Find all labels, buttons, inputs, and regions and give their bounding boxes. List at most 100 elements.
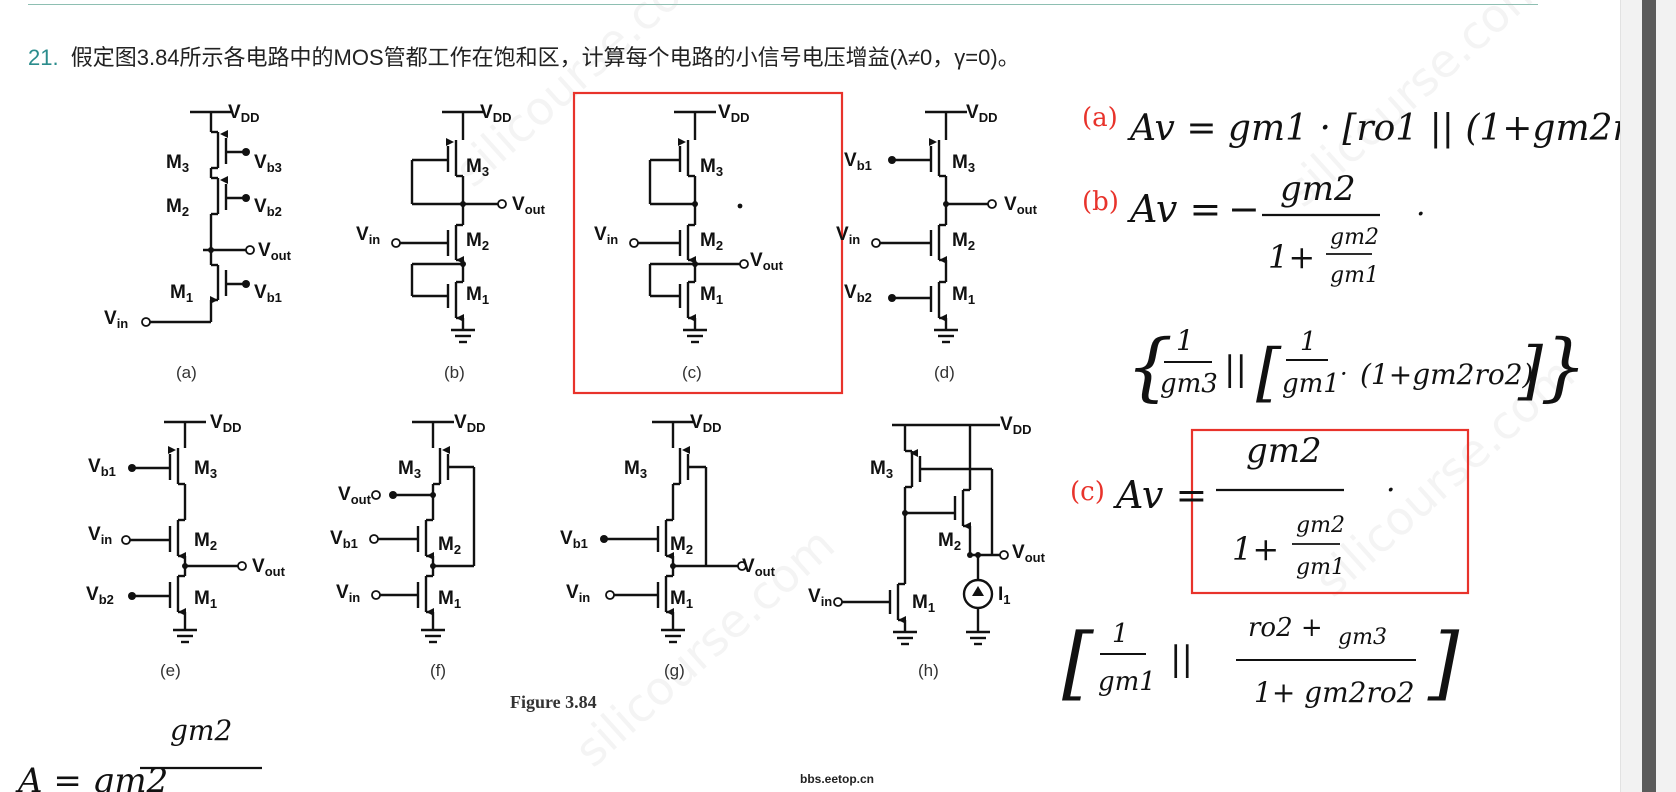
den-b-one-plus: 1+ — [1268, 238, 1315, 276]
labels-g: VDD M3 Vb1 M2 Vout Vin M1 — [560, 412, 776, 611]
bottom-num: gm2 — [170, 714, 232, 747]
figure-canvas: VDD — [15, 91, 1620, 792]
figure-caption: Figure 3.84 — [510, 692, 597, 712]
b-one: 1 — [1176, 324, 1194, 357]
svg-text:Vb1: Vb1 — [88, 456, 116, 479]
svg-text:M1: M1 — [912, 592, 935, 615]
highlight-box-c — [572, 91, 844, 395]
svg-text:M1: M1 — [194, 588, 217, 611]
svg-text:M1: M1 — [438, 588, 461, 611]
caption-g: (g) — [664, 661, 685, 680]
svg-text:M3: M3 — [194, 458, 217, 481]
svg-text:M1: M1 — [952, 284, 975, 307]
question-line: 21. 假定图3.84所示各电路中的MOS管都工作在饱和区，计算每个电路的小信号… — [28, 40, 1020, 72]
labels-f: VDD M3 Vout Vb1 M2 Vin M1 — [330, 412, 485, 611]
c-par: || — [1170, 639, 1193, 679]
handwritten-notes: (a) Av = gm1 · [ro1 || (1+gm2ro2) ro3] (… — [15, 103, 1620, 792]
svg-text:Vout: Vout — [338, 484, 372, 507]
svg-text:I1: I1 — [998, 584, 1011, 607]
c-den: 1+ gm2ro2 — [1254, 676, 1415, 709]
vdd-label: VDD — [228, 102, 259, 125]
caption-c: (c) — [682, 363, 702, 382]
bracket-c-close: ] — [1427, 616, 1460, 709]
svg-text:VDD: VDD — [210, 412, 241, 435]
svg-text:Vin: Vin — [336, 582, 360, 605]
minus-b: − — [1228, 187, 1260, 231]
svg-text:VDD: VDD — [718, 102, 749, 125]
c-gm1: gm1 — [1098, 667, 1156, 697]
svg-text:M1: M1 — [466, 284, 489, 307]
den-c-one-plus: 1+ — [1232, 530, 1279, 568]
caption-a: (a) — [176, 363, 197, 382]
svg-text:M1: M1 — [670, 588, 693, 611]
c-gm3: gm3 — [1338, 625, 1387, 650]
svg-text:M3: M3 — [700, 156, 723, 179]
b2-dot: · — [1340, 360, 1348, 388]
b-par: || — [1224, 349, 1247, 389]
svg-text:M3: M3 — [466, 156, 489, 179]
source-arrows — [168, 130, 984, 624]
svg-text:Vb1: Vb1 — [560, 528, 588, 551]
svg-text:M1: M1 — [700, 284, 723, 307]
svg-text:Vout: Vout — [750, 250, 784, 273]
labels-b: VDD M3 Vout Vin M2 M1 — [356, 102, 546, 307]
tag-a: (a) — [1082, 103, 1118, 133]
dot-b: · — [1416, 197, 1426, 232]
caption-h: (h) — [918, 661, 939, 680]
svg-text:Vout: Vout — [1012, 542, 1046, 565]
svg-text:M2: M2 — [194, 530, 217, 553]
question-text: 假定图3.84所示各电路中的MOS管都工作在饱和区，计算每个电路的小信号电压增益… — [70, 45, 1020, 70]
svg-text:VDD: VDD — [966, 102, 997, 125]
expr-a: Av = gm1 · [ro1 || (1+gm2ro2) ro3] — [1127, 108, 1620, 149]
svg-text:M3: M3 — [398, 458, 421, 481]
b-gm3: gm3 — [1160, 369, 1218, 399]
labels-a: VDD M3 Vb3 M2 Vb2 Vout M1 Vb1 Vin — [104, 102, 292, 331]
tag-c: (c) — [1070, 477, 1105, 507]
svg-text:Vin: Vin — [88, 524, 112, 547]
top-rule — [28, 4, 1538, 5]
num-b: gm2 — [1280, 169, 1356, 209]
labels-d: VDD Vb1 M3 Vout Vin M2 Vb2 M1 — [836, 102, 1038, 307]
highlight-box-answer-c — [1190, 428, 1470, 595]
footer-source: bbs.eetop.cn — [800, 772, 875, 786]
caption-e: (e) — [160, 661, 181, 680]
bracket-b-open: [ — [1256, 336, 1282, 410]
svg-text:Vin: Vin — [808, 586, 832, 609]
svg-text:Vin: Vin — [594, 224, 618, 247]
svg-text:Vb2: Vb2 — [844, 282, 872, 305]
svg-text:Vin: Vin — [566, 582, 590, 605]
svg-text:M2: M2 — [438, 534, 461, 557]
svg-text:M2: M2 — [952, 230, 975, 253]
c-ro2-plus: ro2 + — [1248, 613, 1323, 643]
den-b-gm1: gm1 — [1330, 263, 1379, 288]
svg-text:Vb2: Vb2 — [86, 584, 114, 607]
svg-text:Vb1: Vb1 — [844, 150, 872, 173]
av-b: Av = — [1127, 187, 1221, 231]
caption-f: (f) — [430, 661, 446, 680]
labels-c: VDD M3 Vin M2 Vout M1 — [594, 102, 784, 307]
bracket-c-open: [ — [1062, 616, 1094, 709]
c-one: 1 — [1112, 619, 1129, 649]
circuit-a — [150, 110, 246, 324]
m3-label: M3 — [166, 152, 189, 175]
brace-close: } — [1540, 324, 1587, 410]
caption-b: (b) — [444, 363, 465, 382]
caption-d: (d) — [934, 363, 955, 382]
svg-text:VDD: VDD — [454, 412, 485, 435]
svg-text:Vout: Vout — [252, 556, 286, 579]
svg-text:Vout: Vout — [742, 556, 776, 579]
question-number: 21. — [28, 45, 59, 70]
scrollbar-thumb[interactable] — [1642, 0, 1656, 792]
den-c-gm2: gm2 — [1296, 513, 1345, 538]
b2-gm1: gm1 — [1282, 369, 1340, 399]
circuit-g — [604, 420, 738, 644]
sub-captions: (a) (b) (c) (d) (e) (f) (g) (h) Figure 3… — [160, 363, 955, 712]
b-tail: (1+gm2ro2) — [1360, 358, 1533, 391]
svg-text:Vin: Vin — [836, 224, 860, 247]
svg-text:M2: M2 — [466, 230, 489, 253]
bracket-b-close: ] — [1517, 334, 1544, 408]
circuit-d — [880, 110, 988, 344]
av-c: Av = — [1113, 473, 1207, 517]
vb3-label: Vb3 — [254, 152, 282, 175]
circuit-h — [842, 423, 1000, 646]
